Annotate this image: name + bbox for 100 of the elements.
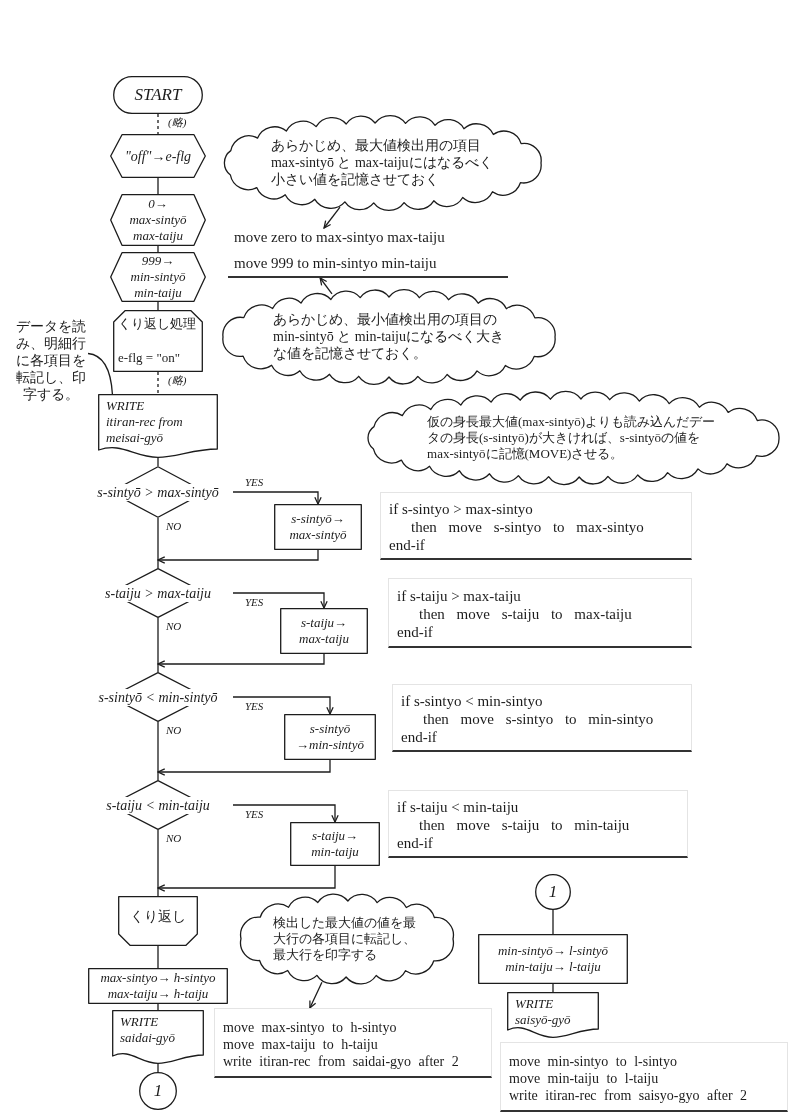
step-label: s-taiju→ max-taiju (298, 615, 350, 647)
leader-line (87, 352, 114, 395)
step-label: s-taiju→ min-taiju (310, 828, 360, 860)
flow-arrow (157, 865, 336, 892)
step-label: WRITE (515, 996, 554, 1012)
code-line: then move s-taiju to max-taiju (418, 605, 632, 623)
step-label: 0→ max-sintyō max-taiju (128, 196, 188, 244)
code-line: end-if (401, 728, 437, 746)
flow-arrow (157, 759, 331, 776)
code-line: then move s-sintyo to min-sintyo (422, 710, 654, 728)
flow-line (552, 983, 554, 993)
step-label: 999→ min-sintyō min-taiju (129, 253, 187, 301)
flow-line (157, 617, 159, 673)
flow-arrow (232, 491, 322, 505)
condition-label: s-sintyō > max-sintyō (95, 483, 221, 501)
connector-label: 1 (548, 882, 558, 902)
code-panel (380, 492, 692, 560)
flow-arrow (232, 804, 339, 823)
code-line: if s-sintyo < min-sintyo (401, 692, 543, 710)
step-label: "off"→e-flg (124, 147, 192, 165)
flow-line (157, 113, 159, 135)
code-panel (392, 684, 692, 752)
pointer-arrow (323, 206, 341, 229)
code-line: then move s-sintyo to max-sintyo (410, 518, 644, 536)
pointer-arrow (319, 277, 333, 295)
code-line: move zero to max-sintyo max-taiju (228, 228, 508, 250)
flow-line (157, 177, 159, 195)
flow-line (157, 1063, 159, 1073)
flow-line (157, 829, 159, 897)
flow-arrow (157, 653, 325, 668)
terminal-box (113, 76, 203, 114)
step-label: itiran-rec from meisai-gyō (106, 414, 184, 446)
edge-label: NO (164, 724, 184, 737)
flow-line (157, 457, 159, 467)
callout-text: 検出した最大値の値を最大行の各項目に転記し、最大行を印字する (273, 915, 418, 963)
code-line: if s-sintyo > max-sintyo (389, 500, 533, 518)
note-text: データを読み、明細行に各項目を転記し、印字する。 (14, 318, 88, 414)
callout-text: あらかじめ、最大値検出用の項目max-sintyō と max-taijuにはなるべく小さい値を記憶させておく (270, 137, 493, 189)
flow-line (157, 517, 159, 569)
step-label: e-flg = "on" (118, 350, 180, 366)
edge-label: NO (164, 620, 184, 633)
code-line: move max-sintyo to h-sintyo (223, 1018, 397, 1036)
code-line: then move s-taiju to min-taiju (418, 816, 630, 834)
flow-arrow (232, 592, 328, 609)
edge-label: (略) (166, 374, 189, 387)
step-label: max-sintyo→ h-sintyo max-taiju→ h-taiju (99, 970, 217, 1002)
step-label: WRITE (106, 398, 145, 414)
step-label: s-sintyō →min-sintyō (295, 721, 365, 753)
edge-label: YES (243, 808, 266, 821)
connector-circle (535, 874, 571, 910)
edge-label: NO (164, 520, 184, 533)
flow-line (157, 371, 159, 395)
code-line: write itiran-rec from saidai-gyo after 2 (223, 1052, 459, 1070)
document-box (112, 1010, 204, 1064)
code-line: write itiran-rec from saisyo-gyo after 2 (509, 1086, 748, 1104)
code-line: end-if (397, 623, 433, 641)
edge-label: (略) (166, 116, 189, 129)
flow-line (552, 909, 554, 935)
code-line: if s-taiju > max-taiju (397, 587, 521, 605)
loop-start-box (113, 310, 203, 372)
step-label: s-sintyō→ max-sintyō (288, 511, 348, 543)
connector-label: 1 (153, 1081, 163, 1101)
process-box (274, 504, 362, 550)
flow-line (157, 721, 159, 781)
code-line: if s-taiju < min-taiju (397, 798, 519, 816)
document-box (98, 394, 218, 458)
step-label: min-sintyō→ l-sintyō min-taiju→ l-taiju (496, 943, 610, 975)
edge-label: YES (243, 700, 266, 713)
flow-arrow (232, 696, 334, 715)
flow-line (157, 1003, 159, 1011)
process-box (88, 968, 228, 1004)
process-box (478, 934, 628, 984)
code-line: move max-taiju to h-taiju (223, 1035, 378, 1053)
document-box (507, 992, 599, 1038)
flow-line (157, 301, 159, 311)
edge-label: YES (243, 596, 266, 609)
code-line: end-if (389, 536, 425, 554)
code-panel (500, 1042, 788, 1112)
code-line: move 999 to min-sintyo min-taiju (228, 254, 508, 278)
code-line: end-if (397, 834, 433, 852)
condition-label: s-taiju > max-taiju (103, 584, 213, 602)
process-box (290, 822, 380, 866)
code-line: move min-taiju to l-taiju (509, 1069, 659, 1087)
terminal-label: START (134, 85, 182, 105)
step-label: くり返し (130, 907, 186, 925)
edge-label: NO (164, 832, 184, 845)
step-label: WRITE (120, 1014, 159, 1030)
pointer-arrow (309, 981, 323, 1009)
code-panel (214, 1008, 492, 1078)
edge-label: YES (243, 476, 266, 489)
code-line: move min-sintyo to l-sintyo (509, 1052, 677, 1070)
process-box (280, 608, 368, 654)
process-box (284, 714, 376, 760)
connector-circle (139, 1072, 177, 1110)
condition-label: s-sintyō < min-sintyō (96, 688, 220, 706)
callout-text: あらかじめ、最小値検出用の項目のmin-sintyō と min-taijuになるべく大きな値を記憶させておく。 (273, 311, 505, 363)
step-label: saisyō-gyō (515, 1012, 571, 1028)
preparation-hexagon (110, 134, 206, 178)
callout-text: 仮の身長最大値(max-sintyō)よりも読み込んだデータの身長(s-sintyō)が大きければ、s-sintyōの値をmax-sintyōに記憶(MOVE)させる。 (427, 414, 717, 462)
flow-line (157, 945, 159, 969)
